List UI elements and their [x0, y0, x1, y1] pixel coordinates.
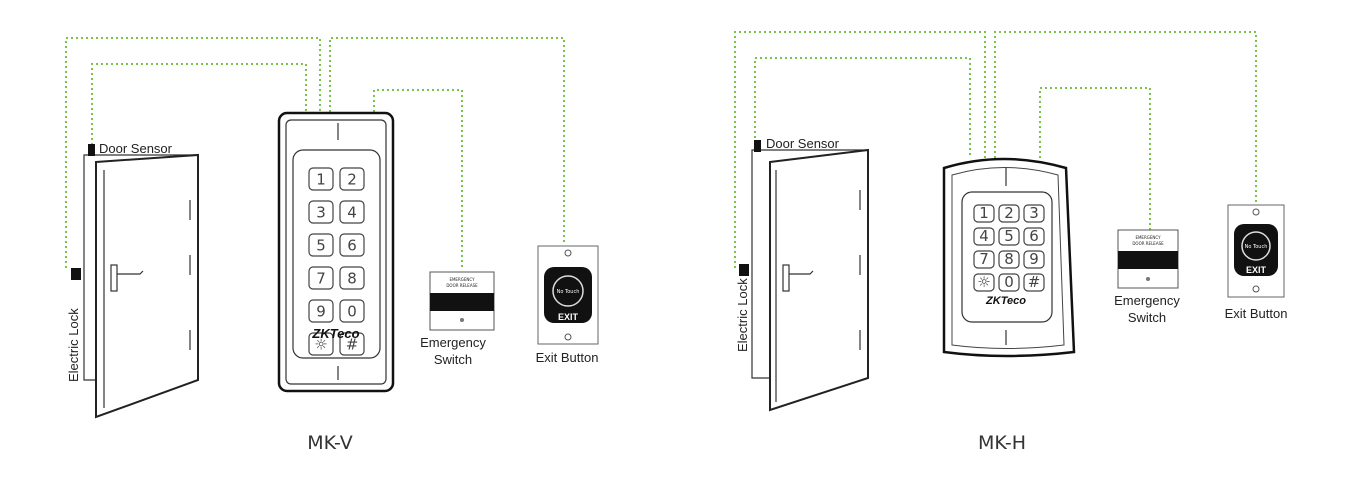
mk-h-key-label: ☼ [977, 273, 990, 291]
mk-h-key [998, 250, 1020, 269]
mk-v-reader: 1 2 3 4 5 6 7 8 9 0 ☼ # ZKTeco [277, 111, 395, 393]
electric-lock-label: Electric Lock [735, 278, 750, 352]
mk-v-key-label: 9 [316, 302, 326, 320]
mk-h-key [1023, 227, 1045, 246]
mk-v-keypad: 1 2 3 4 5 6 7 8 9 0 ☼ # [308, 167, 365, 356]
mk-h-key [998, 273, 1020, 292]
svg-text:DOOR RELEASE: DOOR RELEASE [1132, 241, 1164, 246]
mk-h-key [1023, 273, 1045, 292]
mk-v-door [71, 144, 199, 419]
electric-lock-label: Electric Lock [66, 308, 81, 382]
mk-v-exit-button-icon: No Touch EXIT [537, 245, 599, 345]
exit-button-label: Exit Button [536, 350, 599, 365]
mk-v-key [308, 200, 334, 224]
emergency-switch-label-line2: Switch [1128, 310, 1166, 325]
mk-v-key-label: 4 [347, 203, 357, 221]
mk-v-exit-face-text: No Touch [557, 289, 580, 295]
mk-v-key-label: 6 [347, 236, 357, 254]
mk-h-key [973, 204, 995, 223]
mk-h-exit-text: EXIT [1246, 265, 1267, 275]
mk-v-diagram: Door Sensor Electric Lock 1 2 3 4 5 6 7 8 9 0 ☼ # Z… [65, 37, 599, 454]
mk-v-key-label: ☼ [314, 335, 327, 353]
mk-v-key [308, 233, 334, 257]
door-sensor-label: Door Sensor [766, 136, 840, 151]
exit-button-label: Exit Button [1225, 306, 1288, 321]
mk-v-key [339, 167, 365, 191]
mk-v-wires [65, 37, 565, 270]
mk-h-key-label: 1 [979, 204, 989, 222]
mk-h-key [998, 204, 1020, 223]
mk-h-key-label: 7 [979, 250, 989, 268]
mk-h-key [973, 227, 995, 246]
svg-text:EMERGENCY: EMERGENCY [449, 277, 475, 282]
mk-v-key-label: 5 [316, 236, 326, 254]
mk-v-key-label: 1 [316, 170, 326, 188]
mk-v-brand-logo: ZKTeco [311, 326, 359, 341]
mk-h-wires [734, 31, 1257, 268]
emergency-switch-label-line1: Emergency [1114, 293, 1180, 308]
mk-h-brand-logo: ZKTeco [985, 295, 1026, 307]
emergency-switch-label-line2: Switch [434, 352, 472, 367]
mk-h-key-label: 3 [1029, 204, 1039, 222]
door-sensor-label: Door Sensor [99, 141, 173, 156]
mk-h-exit-face-text: No Touch [1245, 244, 1268, 250]
mk-v-key-label: # [346, 335, 359, 353]
mk-h-door [739, 140, 869, 412]
mk-v-key [339, 200, 365, 224]
mk-h-key-label: # [1028, 273, 1041, 291]
mk-h-key [1023, 250, 1045, 269]
mk-h-key [973, 250, 995, 269]
mk-h-key-label: 4 [979, 227, 989, 245]
svg-text:DOOR RELEASE: DOOR RELEASE [446, 283, 478, 288]
mk-h-emergency-switch-icon: EMERGENCY DOOR RELEASE [1117, 229, 1179, 289]
mk-h-key-label: 0 [1004, 273, 1014, 291]
door-sensor-icon [754, 140, 761, 152]
mk-h-caption: MK-H [978, 432, 1026, 454]
mk-v-key [308, 266, 334, 290]
door-handle-icon [110, 264, 118, 292]
mk-v-key-label: 2 [347, 170, 357, 188]
svg-text:EMERGENCY: EMERGENCY [1135, 235, 1161, 240]
mk-v-key [308, 299, 334, 323]
mk-h-key-label: 8 [1004, 250, 1014, 268]
mk-h-key-label: 6 [1029, 227, 1039, 245]
electric-lock-icon [71, 268, 81, 280]
mk-v-key-label: 0 [347, 302, 357, 320]
mk-v-key [339, 233, 365, 257]
mk-v-emergency-switch-icon: EMERGENCY DOOR RELEASE [429, 271, 495, 331]
mk-h-key-label: 5 [1004, 227, 1014, 245]
emergency-switch-label-line1: Emergency [420, 335, 486, 350]
mk-v-exit-text: EXIT [558, 312, 579, 322]
mk-h-key [973, 273, 995, 292]
mk-v-key-label: 3 [316, 203, 326, 221]
mk-v-key [308, 332, 334, 356]
mk-h-exit-button-icon: No Touch EXIT [1227, 204, 1285, 298]
mk-v-key-label: 7 [316, 269, 326, 287]
mk-h-key [998, 227, 1020, 246]
mk-v-caption: MK-V [307, 432, 353, 454]
mk-v-key [339, 332, 365, 356]
mk-h-key [1023, 204, 1045, 223]
mk-v-key [339, 266, 365, 290]
mk-v-key [339, 299, 365, 323]
mk-h-key-label: 2 [1004, 204, 1014, 222]
electric-lock-icon [739, 264, 749, 276]
door-handle-icon [782, 264, 790, 292]
mk-v-key [308, 167, 334, 191]
door-sensor-icon [88, 144, 95, 156]
mk-h-key-label: 9 [1029, 250, 1039, 268]
mk-v-key-label: 8 [347, 269, 357, 287]
